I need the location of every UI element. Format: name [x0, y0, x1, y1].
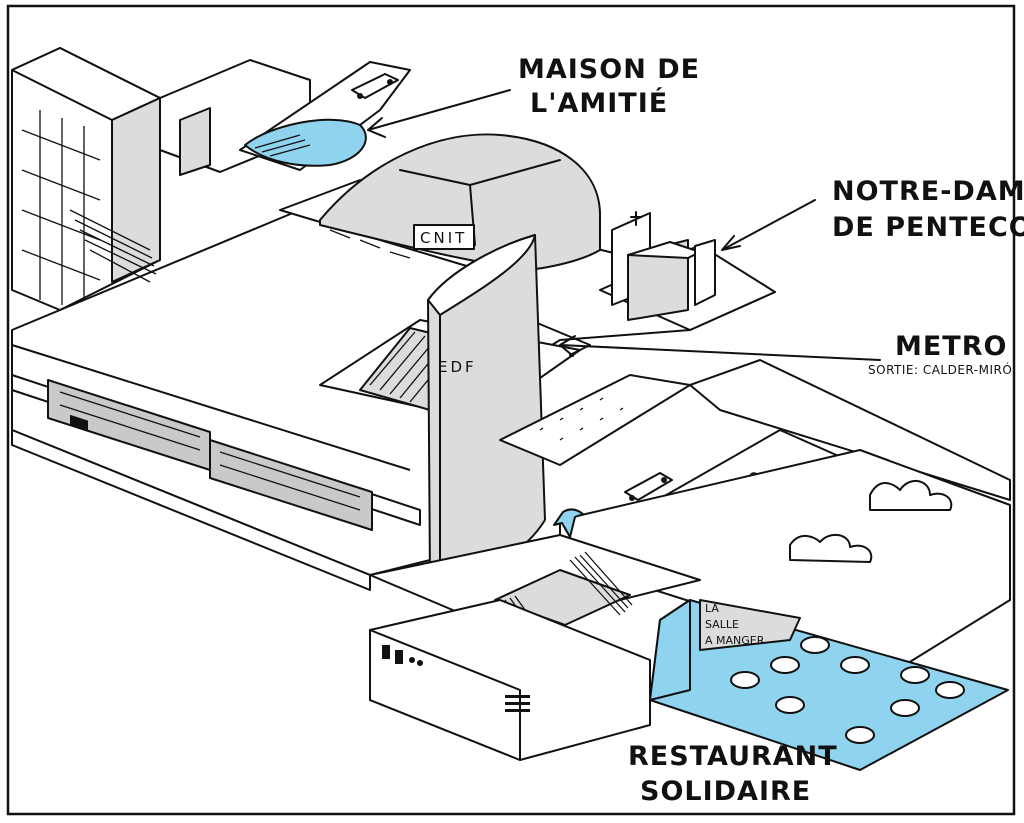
dining-tables: [730, 636, 965, 744]
arrow-maison: [367, 89, 511, 138]
label-notre-dame-line1: NOTRE-DAME: [832, 176, 1024, 207]
car-top-left: [351, 73, 399, 99]
label-maison-line2: L'AMITIÉ: [530, 87, 668, 119]
cnit-sign: CNIT: [420, 229, 467, 247]
label-metro-exit: SORTIE: CALDER-MIRÓ: [868, 362, 1012, 377]
arrow-metro: [559, 335, 881, 361]
edf-sign: EDF: [438, 358, 477, 376]
metro-train: [11, 374, 421, 531]
callout-labels: MAISON DE L'AMITIÉ NOTRE-DAME DE PENTECO…: [518, 54, 1024, 807]
label-notre-dame-line2: DE PENTECOTE: [832, 212, 1024, 243]
left-building: [11, 47, 311, 311]
label-restaurant-line2: SOLIDAIRE: [640, 776, 811, 807]
dining-hall: LA SALLE A MANGER: [649, 599, 1009, 771]
salle-sign-line2: SALLE: [705, 618, 739, 631]
left-building-stairs: [69, 209, 157, 283]
car-middle: [624, 472, 673, 501]
label-restaurant-line1: RESTAURANT: [628, 741, 838, 772]
salle-sign-line1: LA: [705, 602, 719, 615]
frame-border: [6, 4, 1016, 816]
label-maison-line1: MAISON DE: [518, 54, 700, 85]
bridge-walkway: [689, 359, 1011, 501]
down-arrow-icon: [553, 508, 584, 538]
edf-tower: EDF: [427, 234, 546, 581]
restaurant-building: [369, 599, 651, 761]
label-metro: METRO: [895, 331, 1007, 362]
salle-sign-line3: A MANGER: [705, 634, 765, 647]
notre-dame-de-pentecote: [599, 211, 776, 331]
pointer-arrows: [367, 89, 881, 361]
arrow-notre-dame: [721, 199, 816, 251]
maison-de-lamitie-site: [239, 61, 411, 171]
